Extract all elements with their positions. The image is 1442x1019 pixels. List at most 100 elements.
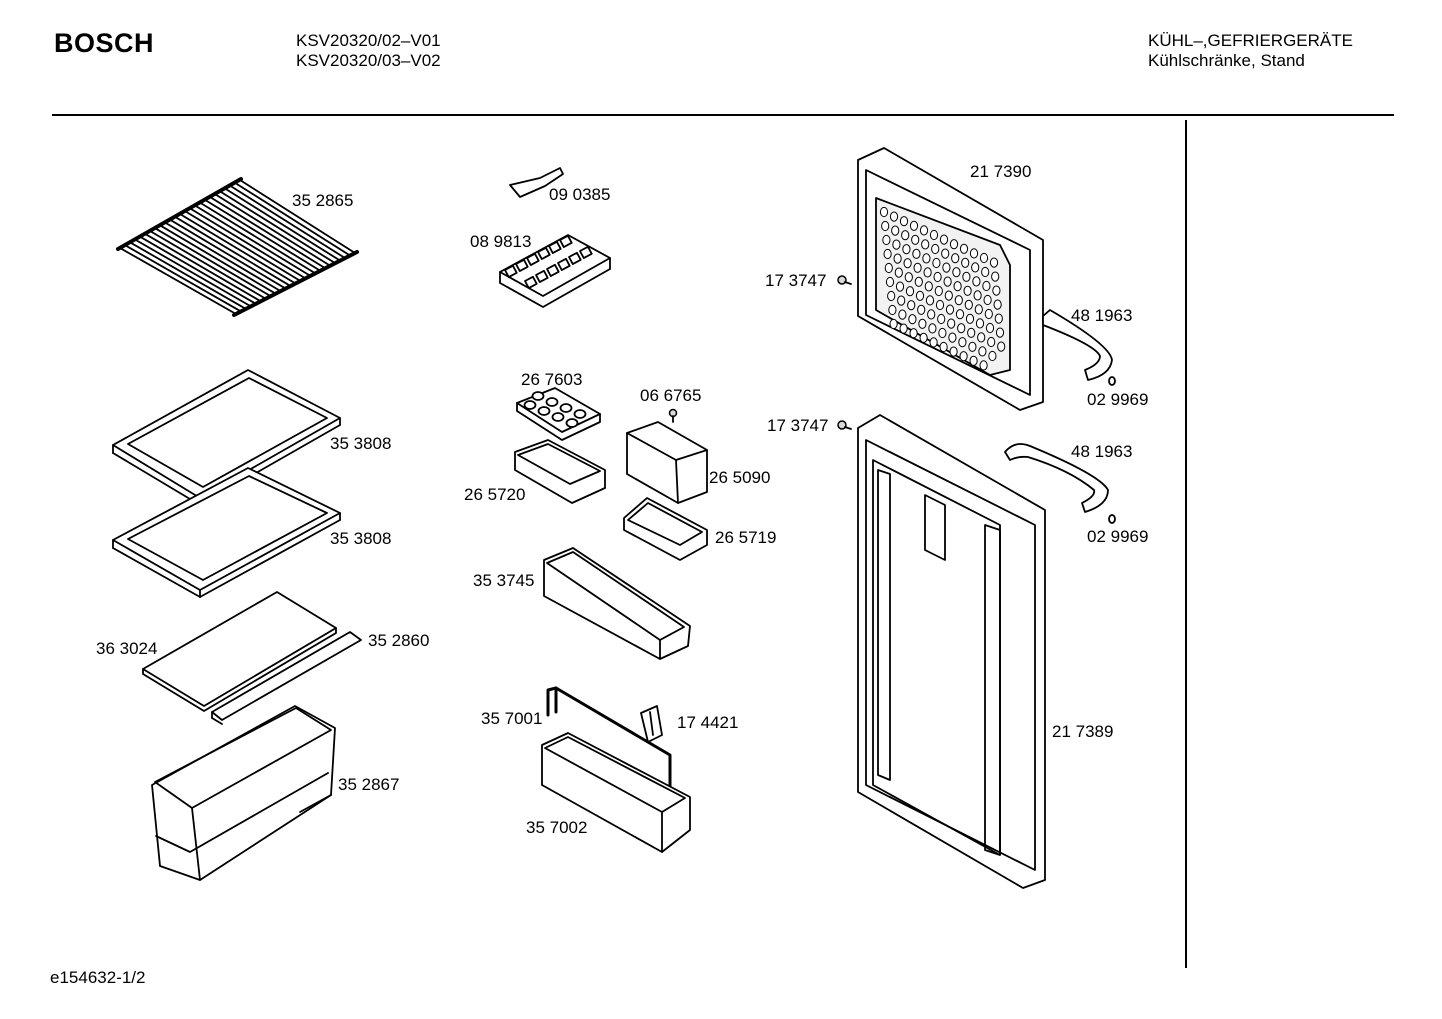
- door-dimple: [979, 347, 986, 356]
- ice-cell: [505, 266, 517, 277]
- label-crisper-cover-glass: 36 3024: [96, 639, 157, 658]
- part-labels: 35 2865 35 3808 35 3808 36 3024 35 2860 …: [96, 162, 1148, 837]
- egg-cup: [553, 413, 564, 421]
- label-wire-shelf: 35 2865: [292, 191, 353, 210]
- door-dimple: [882, 221, 889, 230]
- door-dimple: [900, 217, 907, 226]
- shelf-wire: [195, 206, 310, 276]
- door-dimple: [908, 301, 915, 310]
- door-dimple: [970, 356, 977, 365]
- door-dimple: [940, 342, 947, 351]
- door-dimple: [958, 324, 965, 333]
- model-number-2: KSV20320/03–V02: [296, 51, 441, 70]
- category-title: KÜHL–,GEFRIERGERÄTE: [1148, 31, 1353, 50]
- door-dimple: [909, 315, 916, 324]
- door-dimple: [972, 263, 979, 272]
- door-dimple: [964, 286, 971, 295]
- egg-tray-part: [517, 388, 600, 440]
- door-dimple: [935, 286, 942, 295]
- shelf-wire: [170, 220, 286, 289]
- door-dimple: [930, 338, 937, 347]
- label-hinge-pin-bottom: 17 3747: [767, 416, 828, 435]
- door-dimple: [899, 310, 906, 319]
- ice-cell: [558, 259, 570, 270]
- label-door-rack-middle: 35 3745: [473, 571, 534, 590]
- door-dimple: [965, 300, 972, 309]
- egg-cup: [575, 410, 586, 418]
- door-dimple: [933, 258, 940, 267]
- shelf-wire: [150, 231, 266, 299]
- egg-cup: [567, 419, 578, 427]
- label-butter-shelf: 26 5719: [715, 528, 776, 547]
- door-dimple: [903, 245, 910, 254]
- door-dimple: [986, 323, 993, 332]
- ice-cell: [549, 242, 561, 253]
- door-dimple: [940, 235, 947, 244]
- shelf-wire: [220, 191, 335, 263]
- right-margin-rule: [1185, 120, 1187, 968]
- door-dimple: [945, 291, 952, 300]
- handle-cap-bottom-part: [1109, 515, 1115, 523]
- door-dimple: [919, 319, 926, 328]
- label-bottle-guard: 35 7001: [481, 709, 542, 728]
- door-dimple: [983, 281, 990, 290]
- door-dimple: [944, 277, 951, 286]
- door-dimple: [880, 207, 887, 216]
- door-dimple: [894, 254, 901, 263]
- label-crisper-cover-strip: 35 2860: [368, 631, 429, 650]
- shelf-wire: [235, 183, 350, 256]
- door-dimple: [905, 273, 912, 282]
- label-handle-cap-top: 02 9969: [1087, 390, 1148, 409]
- door-dimple: [976, 319, 983, 328]
- document-id: e154632-1/2: [50, 968, 146, 987]
- door-dimple: [960, 244, 967, 253]
- glass-shelf-bottom-part: [113, 468, 340, 597]
- shelf-wire: [230, 186, 345, 258]
- ice-cell: [536, 271, 548, 282]
- door-dimple: [978, 333, 985, 342]
- crisper-cover-strip-part: [212, 632, 361, 724]
- ice-tray-part: [500, 235, 610, 307]
- shelf-wire: [185, 211, 300, 281]
- vegetable-drawer-part: [152, 706, 335, 880]
- door-dimple: [934, 272, 941, 281]
- door-dimple: [930, 230, 937, 239]
- door-dimple: [952, 254, 959, 263]
- shelf-wire: [165, 223, 281, 292]
- handle-top-part: [1043, 310, 1112, 380]
- bottle-guard-part: [548, 688, 670, 790]
- label-butter-box: 26 5090: [709, 468, 770, 487]
- door-dimple: [956, 310, 963, 319]
- egg-cup: [533, 392, 544, 400]
- door-dimple: [950, 240, 957, 249]
- ice-cell: [538, 248, 550, 259]
- door-dimple: [938, 314, 945, 323]
- door-dimple: [913, 249, 920, 258]
- shelf-wire: [215, 194, 330, 266]
- screw-small-part: [670, 410, 677, 423]
- wire-shelf-part: [118, 179, 357, 315]
- door-dimple: [960, 352, 967, 361]
- door-dimple: [906, 287, 913, 296]
- door-dimple: [950, 347, 957, 356]
- door-dimple: [920, 226, 927, 235]
- door-dimple: [955, 296, 962, 305]
- door-dimple: [884, 249, 891, 258]
- door-dimple: [984, 295, 991, 304]
- door-dimple: [904, 259, 911, 268]
- label-ice-scoop: 09 0385: [549, 185, 610, 204]
- door-dimple: [973, 277, 980, 286]
- door-rack-middle-part: [544, 548, 690, 659]
- door-dimple: [990, 258, 997, 267]
- label-fridge-door: 21 7389: [1052, 722, 1113, 741]
- door-dimple: [943, 263, 950, 272]
- door-dimple: [925, 282, 932, 291]
- door-dimple: [900, 324, 907, 333]
- door-dimple: [974, 291, 981, 300]
- label-vegetable-drawer: 35 2867: [338, 775, 399, 794]
- hinge-pin-top-part: [838, 276, 851, 284]
- door-dimple: [883, 235, 890, 244]
- crisper-cover-glass-part: [143, 592, 336, 711]
- door-dimple: [970, 249, 977, 258]
